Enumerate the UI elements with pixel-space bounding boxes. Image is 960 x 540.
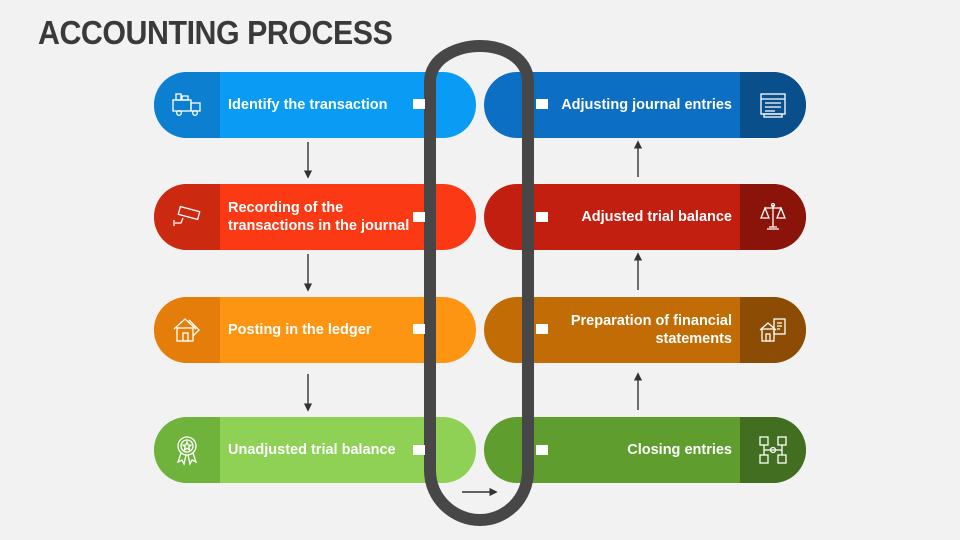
step-identify-transaction: Identify the transaction [154, 72, 476, 138]
step-icon-box [740, 72, 806, 138]
step-adjusting-journal-entries: Adjusting journal entries [484, 72, 806, 138]
step-icon-box [154, 297, 220, 363]
security-camera-icon [173, 205, 201, 226]
step-icon-box [740, 297, 806, 363]
step-icon-box [154, 417, 220, 483]
step-recording-journal: Recording of the transactions in the jou… [154, 184, 476, 250]
award-badge-icon [176, 436, 198, 466]
step-label: Preparation of financial statements [570, 313, 732, 347]
step-label: Recording of the transactions in the jou… [228, 200, 410, 234]
step-label: Adjusting journal entries [561, 97, 732, 113]
house-price-tag-icon [173, 318, 200, 342]
step-icon-box [154, 72, 220, 138]
page-title: ACCOUNTING PROCESS [38, 14, 393, 51]
step-icon-box [740, 184, 806, 250]
step-unadjusted-trial-balance: Unadjusted trial balance [154, 417, 476, 483]
step-icon-box [740, 417, 806, 483]
balance-scale-icon [760, 202, 786, 230]
step-icon-box [154, 184, 220, 250]
connector-nodes [413, 99, 548, 455]
step-label: Closing entries [627, 442, 732, 458]
receipt-list-icon [760, 93, 786, 118]
network-nodes-icon [759, 436, 787, 464]
step-label: Unadjusted trial balance [228, 442, 396, 458]
house-document-icon [759, 318, 786, 342]
step-closing-entries: Closing entries [484, 417, 806, 483]
delivery-truck-icon [172, 93, 201, 116]
step-label: Adjusted trial balance [581, 209, 732, 225]
step-posting-ledger: Posting in the ledger [154, 297, 476, 363]
step-adjusted-trial-balance: Adjusted trial balance [484, 184, 806, 250]
step-label: Posting in the ledger [228, 322, 372, 338]
step-label: Identify the transaction [228, 97, 388, 113]
step-preparation-financial-statements: Preparation of financial statements [484, 297, 806, 363]
